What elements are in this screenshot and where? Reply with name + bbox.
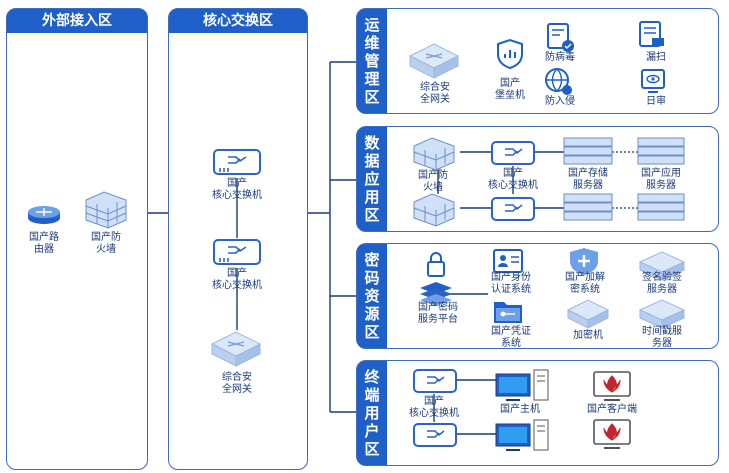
ops-tab-char: 区 (364, 88, 380, 106)
crypto-encrypt-label: 国产加解密系统 (565, 272, 605, 295)
encryption-shield-icon (570, 248, 598, 275)
crypto-platform-label: 国产密码服务平台 (418, 302, 458, 325)
crypto-tab-char: 源 (364, 305, 380, 323)
ops-audit-label: 日审 (646, 96, 666, 107)
data-storage-label: 国产存储服务器 (568, 168, 608, 191)
core-switch-2-label: 国产核心交换机 (212, 268, 262, 291)
terminal-client-label: 国产客户端 (587, 404, 637, 415)
core-switch-icon (413, 423, 457, 447)
data-tab: 数 据 应 用 区 (357, 127, 387, 231)
data-tab-char: 据 (364, 152, 380, 170)
data-tab-char: 区 (364, 206, 380, 224)
antivirus-icon (547, 23, 574, 52)
intrusion-prevention-globe-icon (545, 68, 572, 95)
gateway-icon (408, 43, 460, 79)
ops-antivirus-label: 防病毒 (545, 52, 575, 63)
vulnerability-scan-icon (639, 21, 664, 47)
firewall-icon (413, 193, 455, 227)
router-icon (28, 206, 60, 224)
terminal-tab-char: 端 (364, 386, 380, 404)
ops-tab-char: 运 (364, 16, 380, 34)
core-gateway-label: 综合安全网关 (222, 372, 252, 395)
data-appserver-label: 国产应用服务器 (641, 168, 681, 191)
core-switch-1-label: 国产核心交换机 (212, 178, 262, 201)
ops-tab-char: 维 (364, 34, 380, 52)
data-tab-char: 应 (364, 170, 380, 188)
terminal-host-label: 国产主机 (500, 404, 540, 415)
terminal-tab-char: 用 (364, 404, 380, 422)
ops-ips-label: 防入侵 (545, 96, 575, 107)
core-zone-title: 核心交换区 (169, 9, 307, 33)
core-switching-zone: 核心交换区 (168, 8, 308, 470)
storage-server-icon (563, 193, 613, 221)
sign-server-icon (638, 251, 686, 281)
crypto-tab-char: 资 (364, 287, 380, 305)
firewall-icon (85, 191, 127, 229)
core-switch-icon (413, 369, 457, 393)
host-computer-icon (495, 369, 549, 401)
crypto-identity-label: 国产身份认证系统 (491, 272, 531, 295)
terminal-tab-char: 终 (364, 368, 380, 386)
ops-scan-label: 漏扫 (646, 52, 666, 63)
storage-server-icon (563, 137, 613, 165)
crypto-cert-label: 国产凭证系统 (491, 326, 531, 349)
ops-tab: 运 维 管 理 区 (357, 9, 387, 113)
firewall-icon (413, 137, 455, 171)
crypto-tab: 密 码 资 源 区 (357, 244, 387, 348)
core-switch-icon (213, 239, 261, 265)
timestamp-server-icon (638, 299, 686, 329)
crypto-tab-char: 区 (364, 323, 380, 341)
crypto-platform-icon (420, 252, 452, 306)
terminal-tab-char: 户 (364, 422, 380, 440)
app-server-icon (637, 137, 685, 165)
client-monitor-icon (593, 419, 631, 449)
data-firewall-label: 国产防火墙 (418, 170, 448, 193)
gateway-icon (210, 331, 262, 367)
ops-gateway-label: 综合安全网关 (420, 82, 450, 105)
external-zone-title: 外部接入区 (7, 9, 147, 33)
ops-tab-char: 理 (364, 70, 380, 88)
encryption-machine-icon (566, 299, 610, 329)
crypto-machine-label: 加密机 (573, 330, 603, 341)
crypto-tab-char: 码 (364, 269, 380, 287)
client-monitor-icon (593, 371, 631, 401)
host-computer-icon (495, 419, 549, 451)
crypto-tab-char: 密 (364, 251, 380, 269)
data-tab-char: 数 (364, 134, 380, 152)
data-tab-char: 用 (364, 188, 380, 206)
router-label: 国产路由器 (29, 232, 59, 255)
app-server-icon (637, 193, 685, 221)
ops-bastion-label: 国产堡垒机 (495, 78, 525, 101)
terminal-tab: 终 端 用 户 区 (357, 361, 387, 465)
crypto-sign-label: 签名验签服务器 (642, 272, 682, 295)
crypto-timestamp-label: 时间戳服务器 (642, 326, 682, 349)
ops-tab-char: 管 (364, 52, 380, 70)
data-switch-label: 国产核心交换机 (488, 168, 538, 191)
core-switch-icon (213, 149, 261, 175)
identity-card-icon (493, 249, 523, 273)
core-switch-icon (491, 197, 535, 221)
core-switch-icon (491, 141, 535, 165)
audit-monitor-icon (641, 69, 665, 93)
external-firewall-label: 国产防火墙 (91, 232, 121, 255)
bastion-shield-icon (497, 38, 523, 70)
terminal-switch-label: 国产核心交换机 (409, 396, 459, 419)
external-access-zone: 外部接入区 (6, 8, 148, 470)
terminal-tab-char: 区 (364, 440, 380, 458)
certificate-folder-icon (494, 302, 522, 323)
